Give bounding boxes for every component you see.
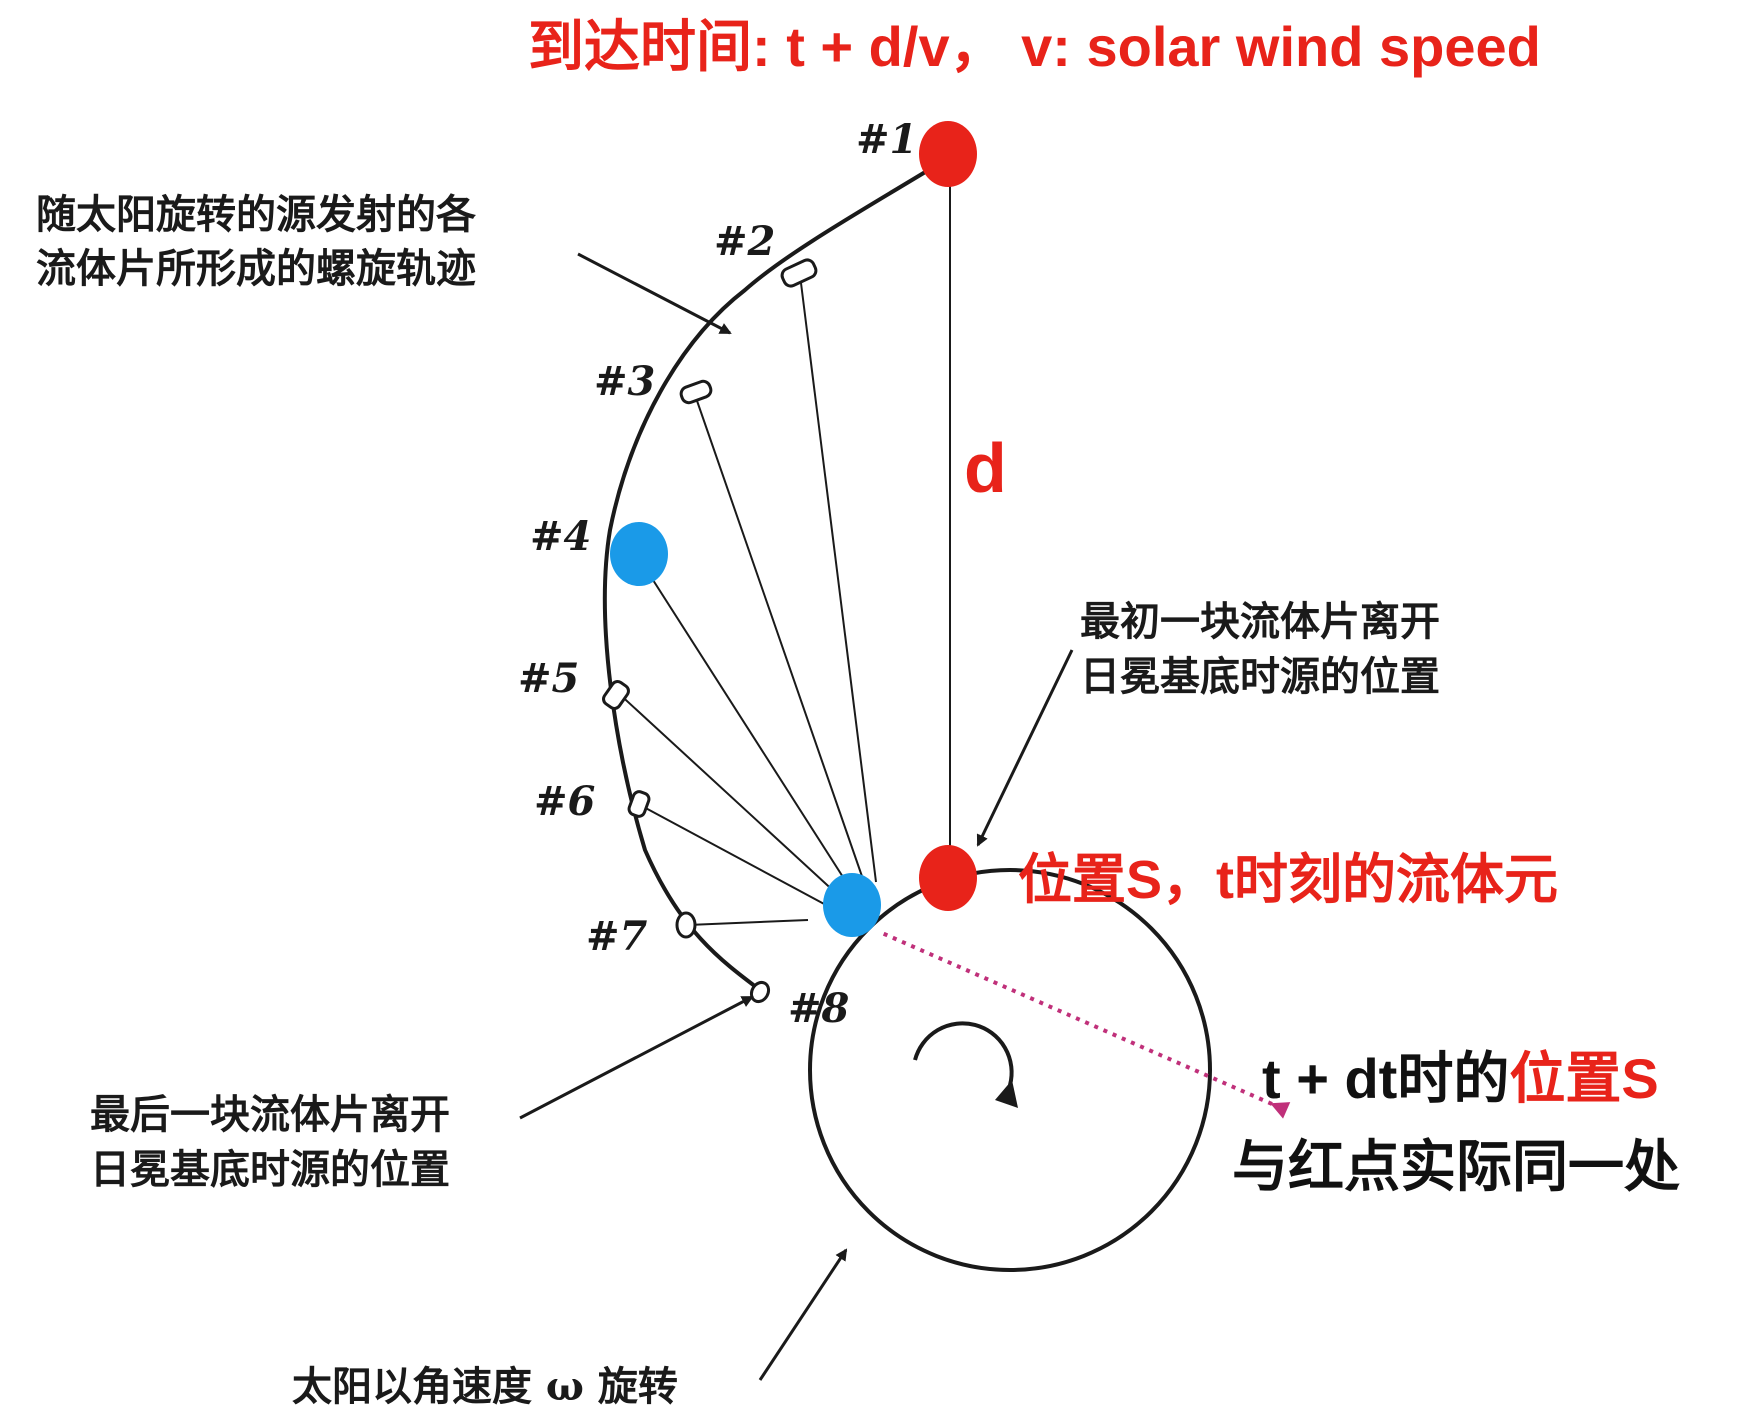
distance-label-d: d xyxy=(964,429,1007,507)
parcel-label-6: #6 xyxy=(534,778,595,825)
radial-line-3 xyxy=(694,394,866,886)
sun-rotation-pointer-arrow xyxy=(758,1248,848,1381)
spiral-title-line-2: 流体片所形成的螺旋轨迹 xyxy=(36,245,476,292)
parcel-2-marker xyxy=(780,258,818,288)
parcel-7-marker xyxy=(675,911,697,939)
blue-dot-source xyxy=(823,873,881,937)
parcel-label-2: #2 xyxy=(714,218,775,265)
parcel-label-5: #5 xyxy=(518,655,579,702)
parcel-3-marker xyxy=(679,379,713,405)
arrival-time-header: 到达时间: t + d/v， v: solar wind speed xyxy=(528,15,1541,78)
parcel-8-marker xyxy=(749,980,771,1004)
t-dt-label: t + dt时的位置S xyxy=(1262,1047,1659,1110)
parcel-label-3: #3 xyxy=(594,358,655,405)
last-parcel-line-1: 最后一块流体片离开 xyxy=(90,1091,450,1138)
last-parcel-pointer-arrow xyxy=(519,995,754,1120)
sun-circle xyxy=(808,868,1212,1272)
parcel-label-4: #4 xyxy=(530,513,591,560)
same-place-pointer-arrow xyxy=(881,931,1291,1119)
blue-dot-parcel-4 xyxy=(610,522,668,586)
parcel-5-marker xyxy=(602,680,630,710)
last-parcel-line-2: 日冕基底时源的位置 xyxy=(90,1146,450,1193)
t-dt-prefix: t + dt时的 xyxy=(1262,1047,1509,1110)
sun-rotation-label: 太阳以角速度 ω 旋转 xyxy=(292,1363,678,1410)
radial-line-5 xyxy=(614,689,839,896)
position-s-label: 位置S，t时刻的流体元 xyxy=(1018,850,1558,910)
red-dot-parcel-1 xyxy=(919,121,977,187)
same-place-label: 与红点实际同一处 xyxy=(1232,1135,1680,1198)
radial-line-4 xyxy=(636,554,851,889)
spiral-pointer-arrow xyxy=(577,252,732,335)
radial-line-6 xyxy=(639,804,827,906)
red-dot-position-s xyxy=(919,845,977,911)
first-parcel-line-1: 最初一块流体片离开 xyxy=(1080,598,1440,645)
parcel-label-1: #1 xyxy=(856,116,917,163)
parcel-6-marker xyxy=(627,790,651,818)
radial-line-7 xyxy=(687,919,809,926)
parcel-label-7: #7 xyxy=(586,913,648,960)
spiral-title-line-1: 随太阳旋转的源发射的各 xyxy=(36,191,477,238)
radial-line-2 xyxy=(799,274,877,883)
t-dt-position-s: 位置S xyxy=(1509,1047,1658,1110)
first-parcel-line-2: 日冕基底时源的位置 xyxy=(1080,653,1440,700)
first-parcel-pointer-arrow xyxy=(976,649,1074,847)
parcel-label-8: #8 xyxy=(788,985,849,1032)
rotation-arrow-icon xyxy=(913,1021,1014,1086)
spiral-trajectory xyxy=(602,158,947,992)
rotation-arrowhead-icon xyxy=(995,1080,1018,1108)
